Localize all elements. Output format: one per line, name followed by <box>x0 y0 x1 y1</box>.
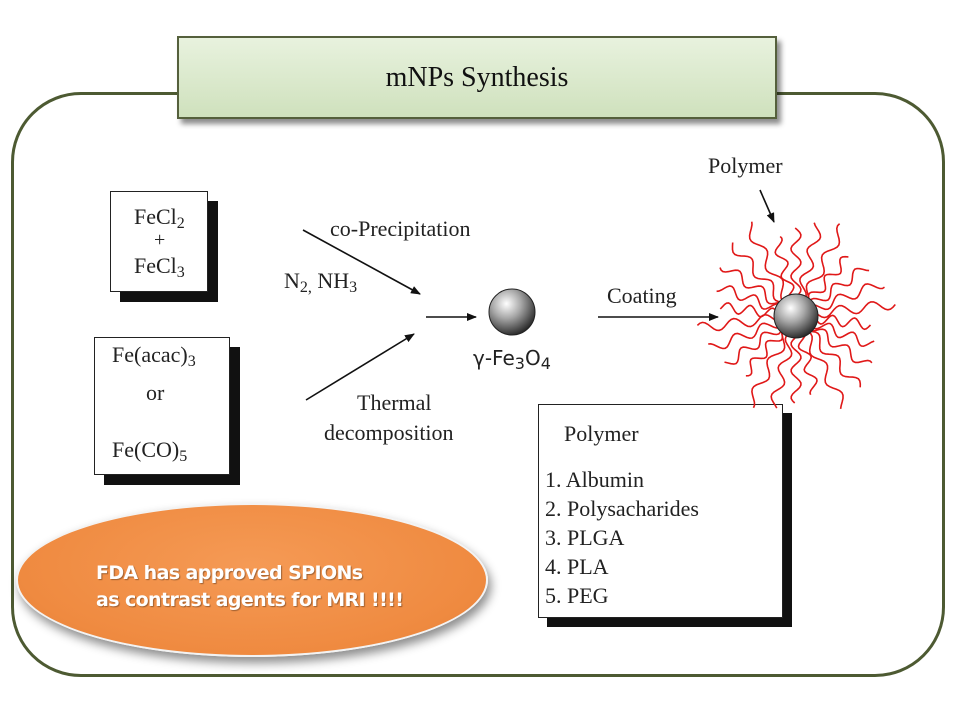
polymer-item: 5. PEG <box>545 583 609 608</box>
product-label: γ-Fe3O4 <box>473 346 551 373</box>
fda-note-line1: FDA has approved SPIONs <box>96 562 363 584</box>
polymer-chain <box>808 331 844 410</box>
polymer-chain <box>807 255 849 302</box>
polymer-chain <box>812 283 885 311</box>
polymer-chain <box>805 223 841 301</box>
polymer-list: 1. Albumin 2. Polysacharides 3. PLGA 4. … <box>545 465 699 610</box>
reagent-fe-acac: Fe(acac)3 <box>112 342 196 370</box>
polymer-chain <box>724 329 782 365</box>
page-title: mNPs Synthesis <box>177 36 777 119</box>
polymer-chain <box>719 267 782 305</box>
reagent-fecl2: FeCl2 <box>134 204 185 232</box>
polymer-list-box: Polymer 1. Albumin 2. Polysacharides 3. … <box>538 404 783 618</box>
reagent-box-iron-complex <box>94 337 230 475</box>
polymer-item: 1. Albumin <box>545 467 645 492</box>
nanoparticle <box>488 288 536 336</box>
polymer-chain <box>770 334 793 409</box>
arrow-coprecipitation <box>302 229 421 295</box>
polymer-chain <box>809 328 873 364</box>
fda-note-line2: as contrast agents for MRI !!!! <box>96 589 404 611</box>
polymer-chain <box>812 322 875 348</box>
polymer-chain <box>815 314 872 331</box>
coating-label: Coating <box>607 283 677 308</box>
polymer-chain <box>751 331 786 409</box>
coated-nanoparticle <box>773 293 819 339</box>
polymer-chain <box>808 330 862 388</box>
route-decomposition-label: decomposition <box>324 420 454 445</box>
route-thermal-label: Thermal <box>357 390 432 415</box>
arrow-thermal <box>305 333 415 401</box>
polymer-chain <box>790 335 802 404</box>
arrow-polymer-pointer <box>759 189 775 223</box>
polymer-chain <box>797 333 818 396</box>
polymer-chain <box>731 242 782 303</box>
polymer-item: 4. PLA <box>545 554 609 579</box>
polymer-chain <box>815 301 896 319</box>
polymer-chain <box>799 222 822 299</box>
fda-note-text: FDA has approved SPIONs as contrast agen… <box>96 560 404 614</box>
polymer-chain <box>708 322 780 350</box>
reagent-plus: + <box>154 229 166 251</box>
polymer-pointer-label: Polymer <box>708 153 783 178</box>
polymer-chain <box>790 227 802 297</box>
polymer-list-title: Polymer <box>564 421 639 446</box>
reagent-box-fecl <box>110 191 208 292</box>
polymer-chain <box>774 235 795 298</box>
polymer-chain <box>716 285 780 310</box>
fda-note-oval: FDA has approved SPIONs as contrast agen… <box>16 503 488 657</box>
polymer-chain <box>745 329 784 377</box>
reagent-fe-co: Fe(CO)5 <box>112 437 188 465</box>
title-text: mNPs Synthesis <box>385 61 569 93</box>
route-coprecipitation-label: co-Precipitation <box>330 216 471 241</box>
reagent-or: or <box>146 380 165 405</box>
polymer-chains <box>696 221 896 410</box>
polymer-chain <box>809 267 870 302</box>
polymer-item: 3. PLGA <box>545 525 625 550</box>
reagent-fecl3: FeCl3 <box>134 253 185 281</box>
polymer-chain <box>748 221 785 301</box>
polymer-chain <box>719 302 778 318</box>
polymer-item: 2. Polysacharides <box>545 496 699 521</box>
route-conditions: N2, NH3 <box>284 268 358 296</box>
